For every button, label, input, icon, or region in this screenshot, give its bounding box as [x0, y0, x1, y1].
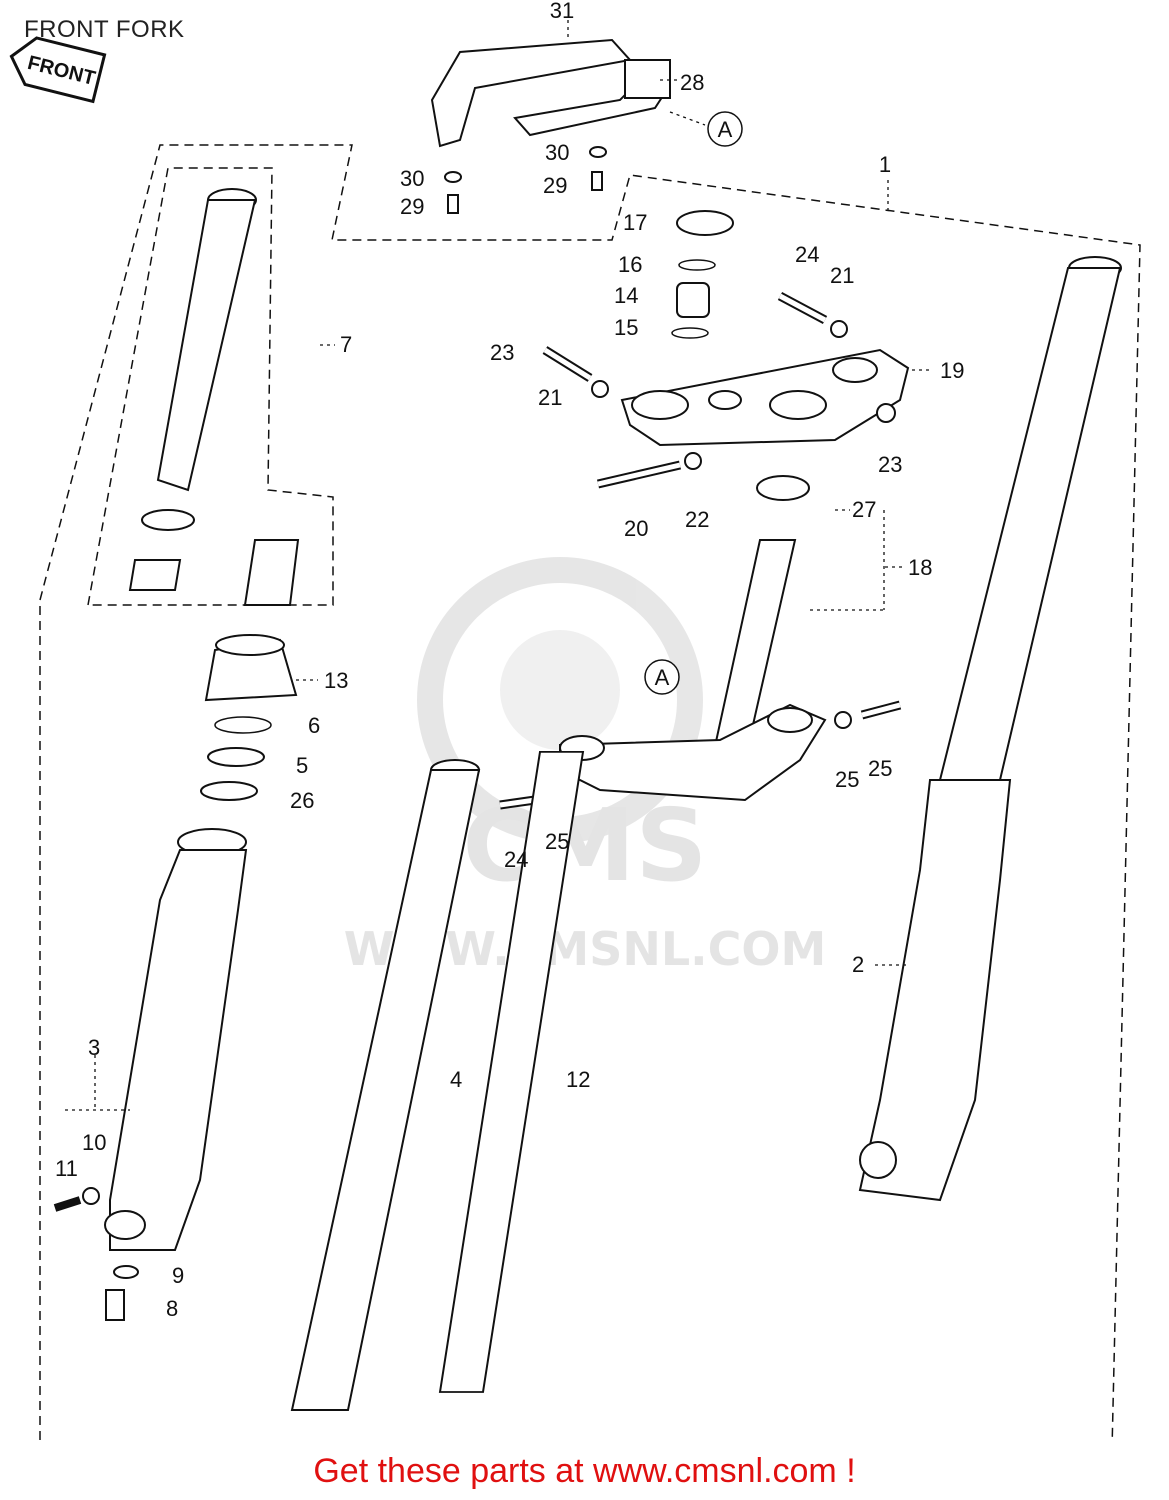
- inner-tube-7: [128, 188, 300, 606]
- callout-24-right: 25: [868, 756, 892, 781]
- watermark-brand: CMS: [463, 787, 708, 904]
- leader-lines: [65, 20, 930, 1111]
- diagram-title: FRONT FORK: [24, 16, 185, 43]
- callout-16: 16: [618, 252, 642, 277]
- callout-6: 6: [308, 713, 320, 738]
- callout-23-right: 24: [795, 242, 819, 267]
- callout-25-left: 25: [545, 829, 569, 854]
- callout-21-left: 21: [538, 385, 562, 410]
- callout-15: 15: [614, 315, 638, 340]
- callout-10: 10: [82, 1130, 106, 1155]
- callout-5: 5: [296, 753, 308, 778]
- callout-12: 12: [566, 1067, 590, 1092]
- bolts-upper: [542, 292, 848, 489]
- svg-text:A: A: [655, 665, 670, 690]
- callout-24-left: 24: [504, 847, 528, 872]
- callout-11: 11: [55, 1156, 78, 1181]
- upper-bracket-19: [620, 348, 910, 447]
- ref-marker-a-top: A: [707, 111, 743, 147]
- cap-and-seals: [671, 210, 734, 339]
- callout-26: 26: [290, 788, 314, 813]
- callout-29-left: 29: [400, 194, 424, 219]
- callout-labels: 31 28 1 30 29 30 29 17 16 14 15 24 21 23…: [55, 0, 964, 1321]
- steering-stem-18: [559, 475, 827, 802]
- callout-7: 7: [340, 332, 352, 357]
- callout-4: 4: [450, 1067, 462, 1092]
- outer-tube-3: [53, 828, 248, 1321]
- callout-2: 2: [852, 952, 864, 977]
- callout-1: 1: [879, 152, 891, 177]
- callout-31: 31: [550, 0, 574, 23]
- ref-marker-a-stem: A: [644, 659, 680, 695]
- callout-17: 17: [623, 210, 647, 235]
- callout-18: 18: [908, 555, 932, 580]
- svg-text:A: A: [718, 117, 733, 142]
- callout-28: 28: [680, 70, 704, 95]
- callout-8: 8: [166, 1296, 178, 1321]
- front-direction-arrow-icon: FRONT: [9, 36, 107, 104]
- assembly-outline-left: [39, 144, 1141, 1440]
- callout-3: 3: [88, 1035, 100, 1060]
- fork-assembly-2: [858, 256, 1122, 1202]
- fork-spring-12: [438, 751, 585, 1393]
- fork-tube-4: [290, 759, 481, 1411]
- callout-29-right: 29: [543, 173, 567, 198]
- callout-30-left: 30: [400, 166, 424, 191]
- callout-23-left: 23: [490, 340, 514, 365]
- callout-19: 19: [940, 358, 964, 383]
- callout-21-bottom: 22: [685, 507, 709, 532]
- exploded-view-diagram: CMS WWW.CMSNL.COM FRONT A: [9, 0, 1141, 1440]
- bracket-31: [430, 38, 671, 148]
- callout-13: 13: [324, 668, 348, 693]
- inner-tube-group-outline: [87, 167, 334, 606]
- parts-cta-link[interactable]: Get these parts at www.cmsnl.com !: [313, 1452, 856, 1490]
- callout-30-right: 30: [545, 140, 569, 165]
- callout-27: 27: [852, 497, 876, 522]
- callout-25-right: 25: [835, 767, 859, 792]
- seals-13-6-5-26: [200, 634, 298, 801]
- callout-9: 9: [172, 1263, 184, 1288]
- callout-21-right: 21: [830, 263, 854, 288]
- callout-22: 23: [878, 452, 902, 477]
- washers-nuts-top: [444, 146, 607, 214]
- callout-14: 14: [614, 283, 638, 308]
- callout-20: 20: [624, 516, 648, 541]
